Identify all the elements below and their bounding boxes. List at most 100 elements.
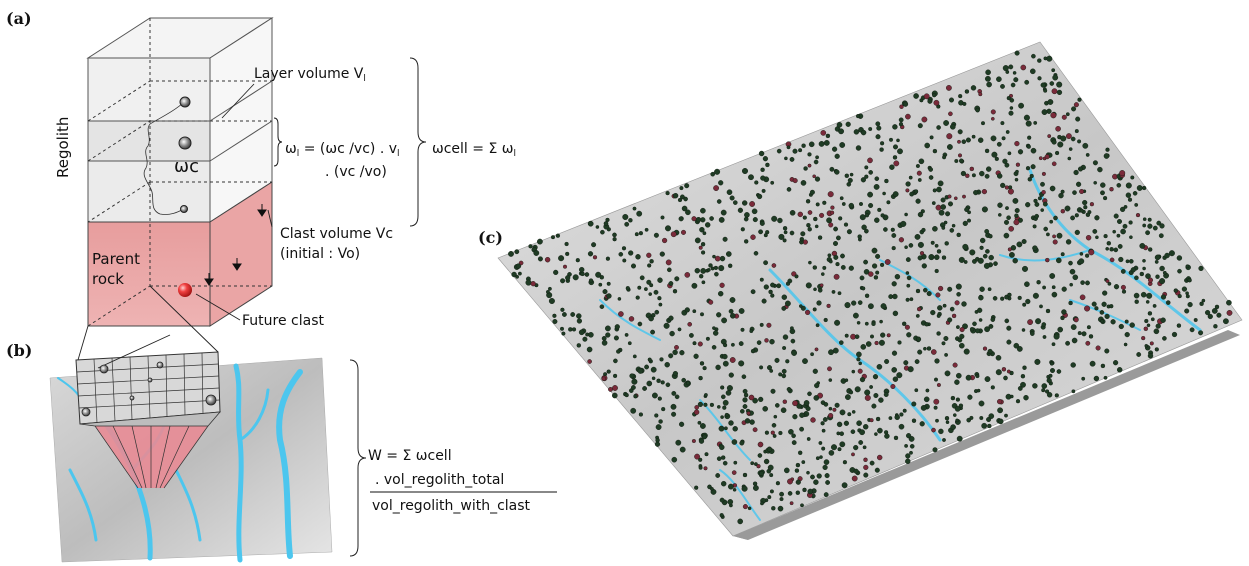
clast-dot: [864, 293, 870, 298]
clast-dot: [700, 267, 707, 274]
clast-dot: [828, 406, 833, 411]
clast-dot: [665, 382, 671, 388]
clast-3: [180, 205, 188, 213]
clast-dot: [1152, 303, 1157, 308]
clast-dot: [1171, 331, 1178, 338]
clast-dot: [806, 222, 811, 228]
clast-dot: [1057, 141, 1064, 148]
clast-dot: [961, 139, 967, 144]
clast-dot: [1027, 135, 1032, 140]
clast-dot: [1189, 327, 1195, 333]
clast-dot: [670, 231, 677, 238]
clast-dot: [868, 303, 874, 310]
clast-dot: [740, 408, 745, 414]
clast-dot: [980, 237, 986, 244]
clast-dot: [902, 408, 907, 413]
clast-dot: [1048, 373, 1053, 378]
grid-clast-1: [99, 364, 109, 374]
clast-dot: [669, 330, 675, 337]
clast-dot: [958, 256, 965, 263]
clast-dot: [994, 156, 999, 161]
clast-dot: [634, 232, 639, 237]
clast-dot: [833, 240, 839, 246]
clast-dot: [1081, 376, 1086, 381]
clast-dot: [753, 485, 759, 491]
clast-dot: [1037, 76, 1042, 81]
clast-dot: [896, 372, 903, 379]
clast-dot: [670, 403, 677, 410]
clast-dot: [712, 326, 716, 330]
clast-dot: [966, 417, 972, 423]
panel-c: (c): [478, 41, 1243, 540]
clast-dot: [1129, 235, 1133, 239]
clast-dot: [746, 411, 751, 416]
clast-trajectory: [143, 101, 185, 215]
clast-dot: [699, 361, 705, 366]
clast-dot: [726, 189, 733, 195]
clast-dot: [883, 430, 889, 435]
clast-dot: [792, 148, 798, 154]
clast-dot: [1040, 181, 1045, 187]
clast-dot: [1107, 281, 1112, 286]
clast-dot: [841, 482, 848, 489]
clast-dot: [719, 497, 725, 503]
clast-dot: [857, 300, 863, 305]
clast-dot: [932, 188, 937, 193]
w-numerator: . vol_regolith_total: [375, 472, 504, 488]
clast-dot: [986, 81, 992, 88]
clast-dot: [1147, 217, 1152, 222]
clast-dot: [938, 428, 944, 435]
clast-dot: [948, 111, 953, 117]
clast-dot: [790, 326, 794, 331]
clast-dot: [792, 400, 798, 407]
clast-dot: [1064, 205, 1071, 212]
clast-dot: [708, 263, 713, 268]
clast-dot: [552, 319, 558, 325]
clast-dot: [917, 306, 922, 312]
clast-dot: [1141, 336, 1146, 341]
clast-dot: [1116, 367, 1123, 373]
clast-dot: [952, 362, 958, 368]
clast-dot: [731, 342, 735, 347]
clast-dot: [842, 460, 847, 465]
clast-dot: [769, 339, 775, 345]
clast-dot: [1053, 215, 1058, 221]
clast-dot: [637, 367, 644, 374]
clast-dot: [806, 437, 811, 441]
clast-dot: [771, 215, 778, 222]
clast-dot: [1007, 292, 1012, 298]
clast-dot: [859, 377, 866, 383]
clast-dot: [799, 412, 805, 418]
clast-dot: [931, 201, 936, 206]
clast-dot: [565, 251, 570, 256]
layer-1: [87, 57, 211, 122]
clast-dot: [694, 268, 700, 274]
clast-dot: [750, 348, 756, 354]
clast-dot: [742, 200, 748, 206]
clast-dot: [716, 312, 722, 318]
clast-dot: [787, 478, 793, 485]
clast-dot: [624, 221, 630, 227]
clast-dot: [1146, 323, 1151, 328]
clast-dot: [568, 327, 573, 332]
clast-dot: [847, 412, 852, 417]
clast-dot: [1007, 247, 1012, 252]
clast-dot: [928, 167, 934, 172]
clast-dot: [781, 305, 787, 311]
clast-dot: [997, 202, 1003, 208]
clast-dot: [832, 407, 837, 412]
clast-dot: [915, 163, 920, 168]
clast-dot: [722, 405, 727, 410]
clast-dot: [752, 397, 758, 404]
clast-dot: [679, 186, 684, 191]
clast-dot: [813, 479, 819, 485]
clast-dot: [905, 458, 911, 464]
clast-dot: [984, 326, 990, 333]
clast-dot: [1056, 257, 1062, 264]
clast-dot: [603, 221, 609, 226]
clast-dot: [934, 358, 940, 364]
clast-dot: [1070, 215, 1076, 221]
clast-dot: [602, 289, 608, 295]
clast-dot: [836, 421, 843, 428]
clast-dot: [904, 443, 908, 448]
